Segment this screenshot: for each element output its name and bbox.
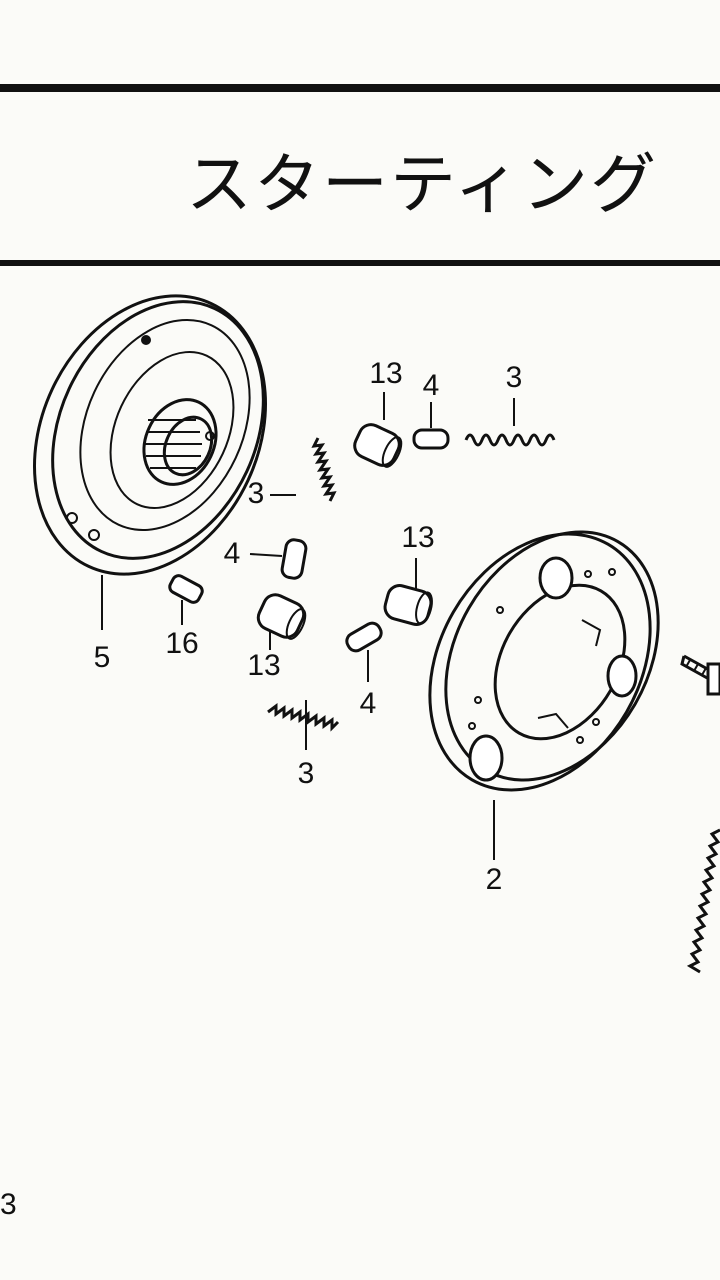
callout-part-4-middle: 4	[359, 687, 377, 720]
callout-part-5: 5	[93, 641, 111, 674]
callout-part-3-upper: 3	[247, 477, 265, 510]
part-3-spring-upper	[270, 437, 337, 502]
callout-part-13-left: 13	[247, 649, 281, 682]
gear-edge-partial	[686, 828, 720, 974]
callout-part-13-right: 13	[401, 521, 435, 554]
part-3-spring-lower	[267, 700, 340, 750]
header-rule-top	[0, 84, 720, 92]
part-13-roller-top	[353, 392, 403, 468]
part-3-spring-top	[464, 398, 556, 447]
part-5-clutch-outer	[33, 294, 267, 630]
part-4-plunger-left	[249, 538, 308, 580]
part-16-dowel-pin	[168, 574, 204, 625]
callout-part-4-top: 4	[422, 369, 440, 402]
callout-part-3-top: 3	[505, 361, 523, 394]
callout-part-3-lower: 3	[297, 757, 315, 790]
page-title: スターティング	[186, 146, 659, 223]
part-13-roller-left	[256, 593, 307, 650]
page-number: 3	[0, 1188, 17, 1221]
part-4-plunger-middle	[345, 621, 383, 682]
callout-part-4-left: 4	[223, 537, 241, 570]
part-2-clutch-ring	[428, 530, 660, 860]
header-rule-bottom	[0, 260, 720, 266]
part-13-roller-right	[383, 558, 433, 626]
callout-part-16: 16	[165, 627, 199, 660]
callout-part-2: 2	[485, 863, 503, 896]
bolt-partial	[680, 654, 720, 696]
callout-part-13-top: 13	[369, 357, 403, 390]
part-4-plunger-top	[412, 402, 450, 450]
